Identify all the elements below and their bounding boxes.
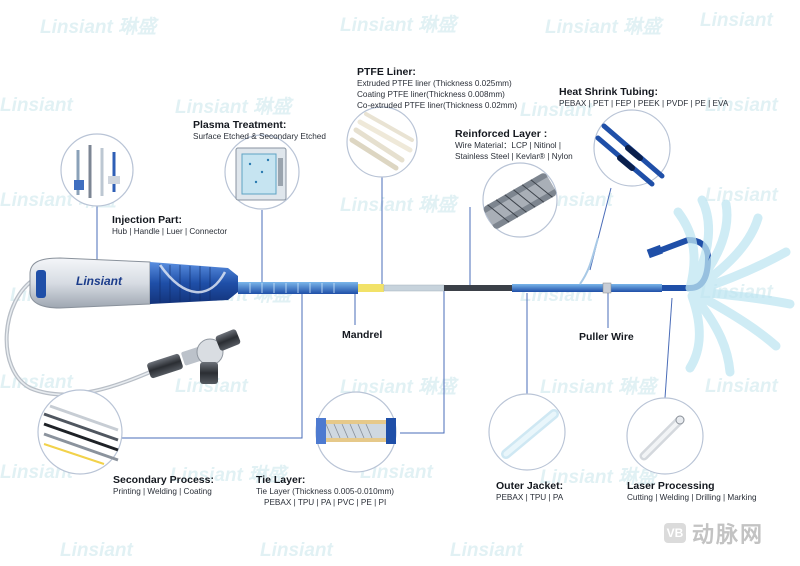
label-line: Cutting | Welding | Drilling | Marking xyxy=(627,493,757,502)
handle xyxy=(29,257,238,309)
leader-lines xyxy=(96,176,673,439)
leader-laser xyxy=(664,297,673,399)
puller-wire xyxy=(579,237,599,285)
label-reinforced-layer: Reinforced Layer : Wire Material：LCP | N… xyxy=(455,128,573,162)
label-secondary-process: Secondary Process: Printing | Welding | … xyxy=(113,474,214,497)
luer-connector xyxy=(147,329,241,384)
label-line: Stainless Steel | Kevlar® | Nylon xyxy=(455,152,573,161)
label-title: Puller Wire xyxy=(579,331,634,343)
circle-tie-contents xyxy=(316,418,396,444)
label-line: Hub | Handle | Luer | Connector xyxy=(112,227,228,236)
label-laser-processing: Laser Processing Cutting | Welding | Dri… xyxy=(627,480,757,503)
footer-badge: VB xyxy=(664,523,686,543)
label-line: PEBAX | PET | FEP | PEEK | PVDF | PE | E… xyxy=(559,99,729,108)
circle-heatshrink-contents xyxy=(595,123,665,187)
label-heat-shrink: Heat Shrink Tubing: PEBAX | PET | FEP | … xyxy=(559,86,728,109)
label-title: PTFE Liner: xyxy=(357,66,416,78)
footer-text: 动脉网 xyxy=(692,522,765,547)
label-line: Tie Layer (Thickness 0.005-0.010mm) xyxy=(256,487,395,496)
circle-laser-contents xyxy=(639,415,685,461)
label-title: Reinforced Layer : xyxy=(455,128,548,140)
label-line: Extruded PTFE liner (Thickness 0.025mm) xyxy=(357,79,512,88)
label-line: Coating PTFE liner(Thickness 0.008mm) xyxy=(357,90,505,99)
circle-plasma-contents xyxy=(235,147,287,201)
label-title: Laser Processing xyxy=(627,480,715,492)
label-line: PEBAX | TPU | PA xyxy=(496,493,564,502)
label-title: Injection Part: xyxy=(112,214,183,226)
label-injection-part: Injection Part: Hub | Handle | Luer | Co… xyxy=(112,214,227,237)
label-outer-jacket: Outer Jacket: PEBAX | TPU | PA xyxy=(496,480,563,503)
label-title: Outer Jacket: xyxy=(496,480,564,492)
label-title: Mandrel xyxy=(342,329,383,341)
circle-injection-part xyxy=(60,133,134,207)
tip-deflection-range xyxy=(673,195,795,377)
label-ptfe-liner: PTFE Liner: Extruded PTFE liner (Thickne… xyxy=(357,66,517,111)
label-line: Co-extruded PTFE liner(Thickness 0.02mm) xyxy=(357,101,518,110)
marker-band xyxy=(358,284,384,292)
circle-secondary xyxy=(37,389,123,475)
circle-secondary-contents xyxy=(43,404,119,465)
circle-ptfe-contents xyxy=(349,112,414,171)
label-puller-wire: Puller Wire xyxy=(579,331,634,343)
label-line: PEBAX | TPU | PA | PVC | PE | PI xyxy=(264,498,387,507)
label-plasma-treatment: Plasma Treatment: Surface Etched & Secon… xyxy=(193,119,326,142)
label-title: Plasma Treatment: xyxy=(193,119,287,131)
handle-brand-text: Linsiant xyxy=(76,274,123,288)
label-title: Heat Shrink Tubing: xyxy=(559,86,658,98)
label-title: Secondary Process: xyxy=(113,474,214,486)
label-line: Surface Etched & Secondary Etched xyxy=(193,132,326,141)
circle-injection-contents xyxy=(74,145,120,198)
label-mandrel: Mandrel xyxy=(342,329,382,341)
leader-secondary xyxy=(120,293,303,439)
label-line: Printing | Welding | Coating xyxy=(113,487,212,496)
label-title: Tie Layer: xyxy=(256,474,306,486)
circle-reinforced-contents xyxy=(483,173,557,229)
label-line: Wire Material：LCP | Nitinol | xyxy=(455,141,562,150)
label-tie-layer: Tie Layer: Tie Layer (Thickness 0.005-0.… xyxy=(256,474,394,508)
circle-outer-contents xyxy=(501,409,559,459)
catheter-shaft xyxy=(238,236,712,294)
footer-logo: VB 动脉网 xyxy=(664,517,764,549)
leader-tie xyxy=(400,290,445,434)
